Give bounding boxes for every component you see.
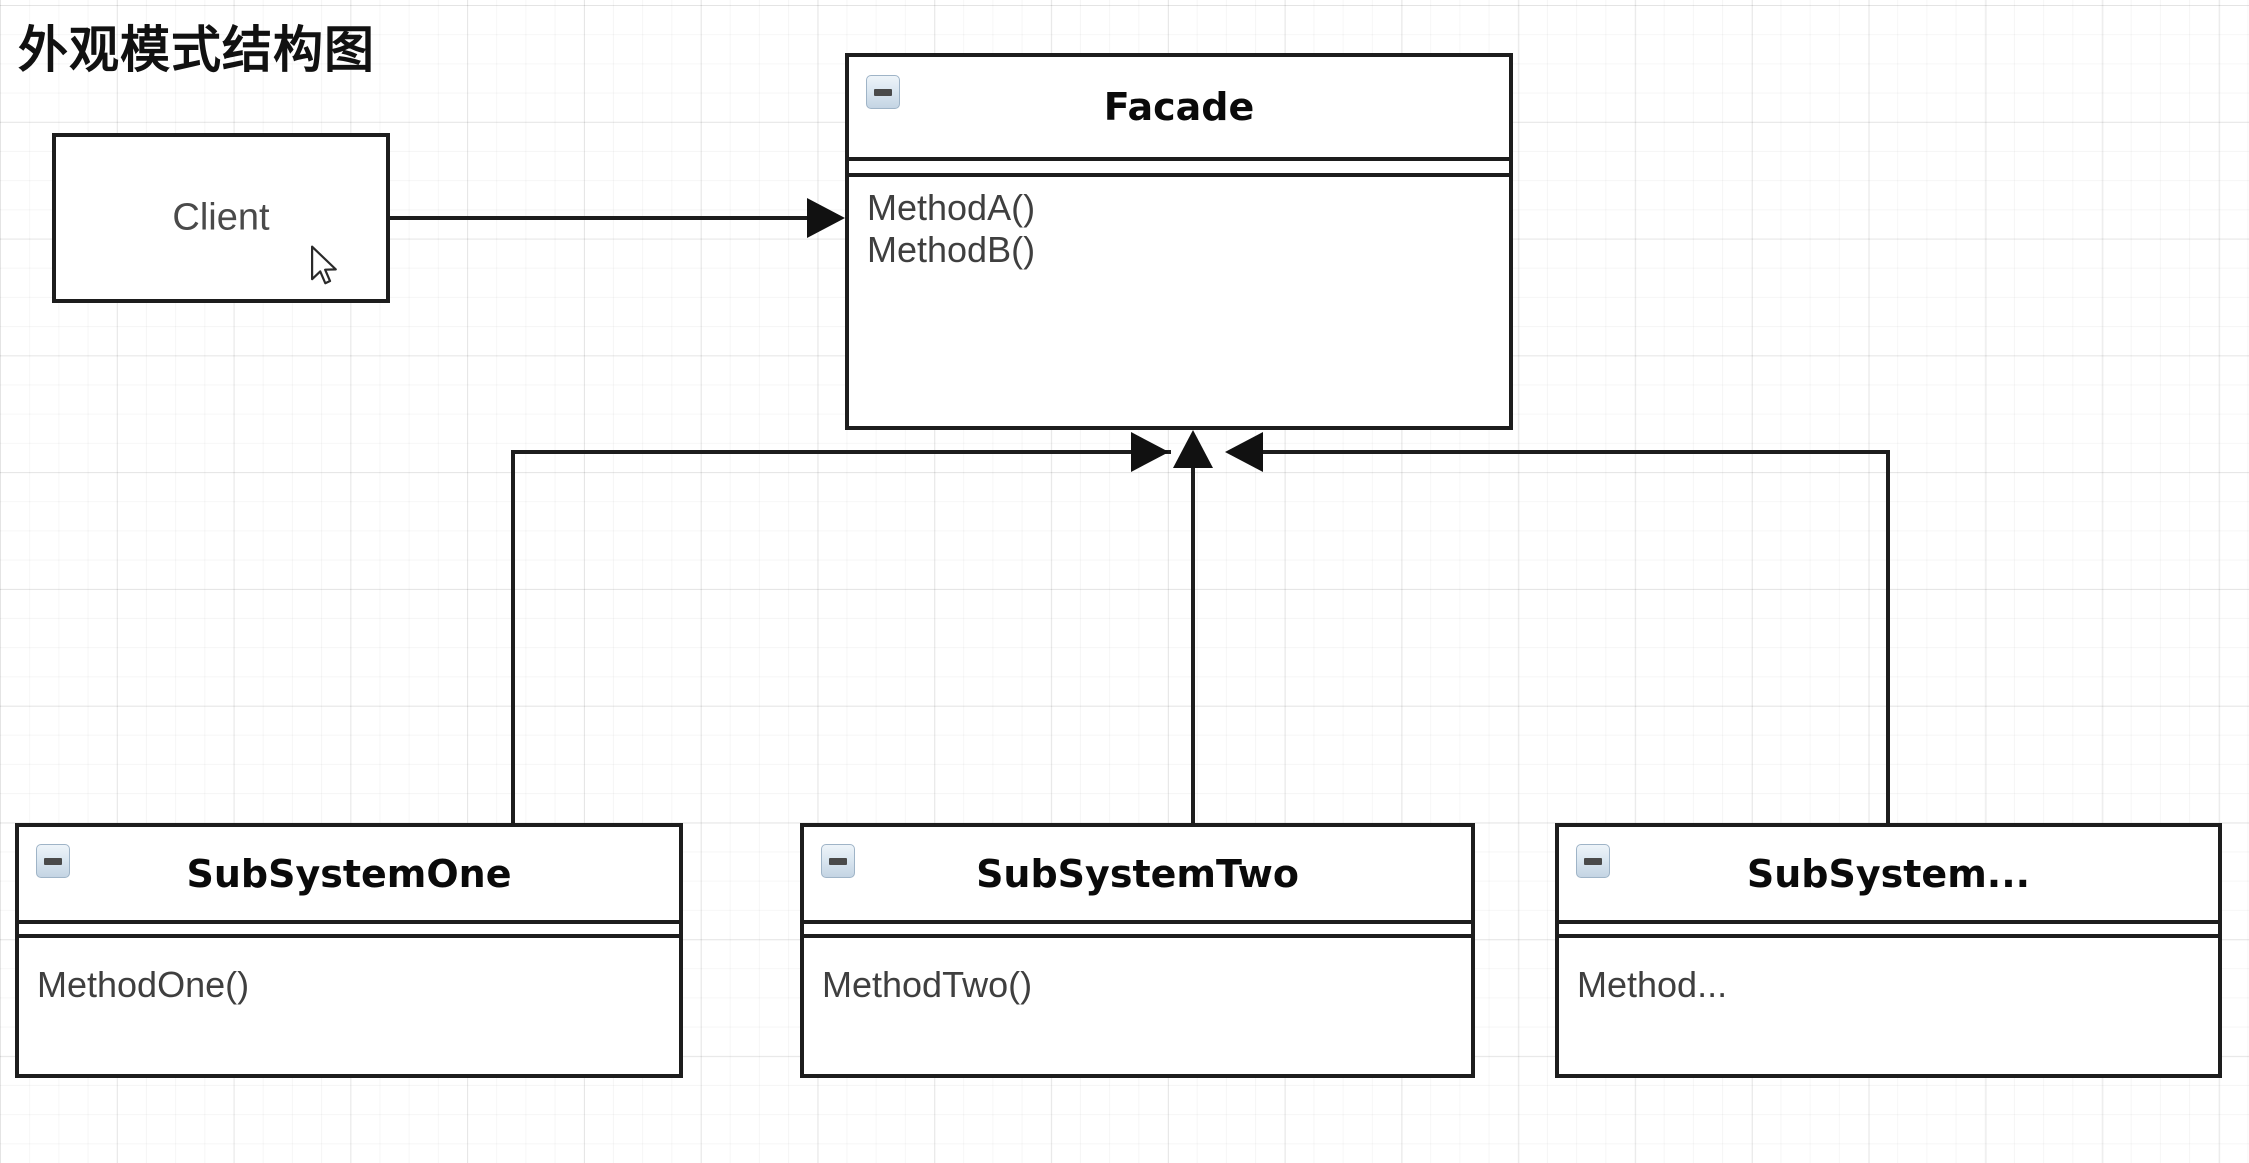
edge-drop-subsystem-three xyxy=(1886,450,1890,825)
subsystem-three-title: SubSystem... xyxy=(1746,851,2031,896)
mouse-pointer-icon xyxy=(311,245,337,285)
collapse-minus-icon[interactable] xyxy=(1576,844,1610,878)
subsystem-three-header: SubSystem... xyxy=(1559,827,2218,924)
subsystem-one-methods-compartment: MethodOne() xyxy=(19,938,679,1074)
facade-method-0: MethodA() xyxy=(867,187,1036,228)
minus-bar xyxy=(44,857,62,865)
subsystem-one-attributes-compartment xyxy=(19,924,679,938)
minus-bar xyxy=(1584,857,1602,865)
edge-client-to-facade xyxy=(390,216,822,220)
subsystem-two-attributes-compartment xyxy=(804,924,1471,938)
class-box-subsystem-one[interactable]: SubSystemOne MethodOne() xyxy=(15,823,683,1078)
subsystem-two-methods-compartment: MethodTwo() xyxy=(804,938,1471,1074)
arrowhead-subsystem-three-to-facade xyxy=(1225,432,1263,472)
facade-methods-compartment: MethodA() MethodB() xyxy=(849,177,1509,426)
page-title: 外观模式结构图 xyxy=(18,21,375,79)
subsystem-three-methods-compartment: Method... xyxy=(1559,938,2218,1074)
class-box-facade[interactable]: Facade MethodA() MethodB() xyxy=(845,53,1513,430)
edge-drop-subsystem-two xyxy=(1191,466,1195,825)
minus-bar xyxy=(829,857,847,865)
collapse-minus-icon[interactable] xyxy=(821,844,855,878)
collapse-minus-icon[interactable] xyxy=(36,844,70,878)
client-label: Client xyxy=(172,196,270,239)
facade-method-1: MethodB() xyxy=(867,229,1036,271)
subsystem-two-header: SubSystemTwo xyxy=(804,827,1471,924)
subsystem-two-title: SubSystemTwo xyxy=(976,851,1299,896)
edge-bus-right xyxy=(1230,450,1890,454)
edge-drop-subsystem-one xyxy=(511,450,515,825)
arrowhead-subsystem-one-to-facade xyxy=(1131,432,1169,472)
facade-attributes-compartment xyxy=(849,161,1509,177)
subsystem-three-attributes-compartment xyxy=(1559,924,2218,938)
subsystem-two-method-0: MethodTwo() xyxy=(822,964,1033,1005)
collapse-minus-icon[interactable] xyxy=(866,75,900,109)
facade-title: Facade xyxy=(1103,85,1255,129)
subsystem-one-title: SubSystemOne xyxy=(186,851,512,896)
minus-bar xyxy=(874,88,892,96)
class-box-subsystem-two[interactable]: SubSystemTwo MethodTwo() xyxy=(800,823,1475,1078)
subsystem-one-header: SubSystemOne xyxy=(19,827,679,924)
edge-bus-left xyxy=(511,450,1171,454)
class-box-subsystem-three[interactable]: SubSystem... Method... xyxy=(1555,823,2222,1078)
subsystem-three-method-0: Method... xyxy=(1577,964,1728,1005)
class-box-client[interactable]: Client xyxy=(52,133,390,303)
subsystem-one-method-0: MethodOne() xyxy=(37,964,250,1005)
arrowhead-client-to-facade xyxy=(807,198,845,238)
facade-header: Facade xyxy=(849,57,1509,161)
arrowhead-subsystem-two-to-facade xyxy=(1173,430,1213,468)
